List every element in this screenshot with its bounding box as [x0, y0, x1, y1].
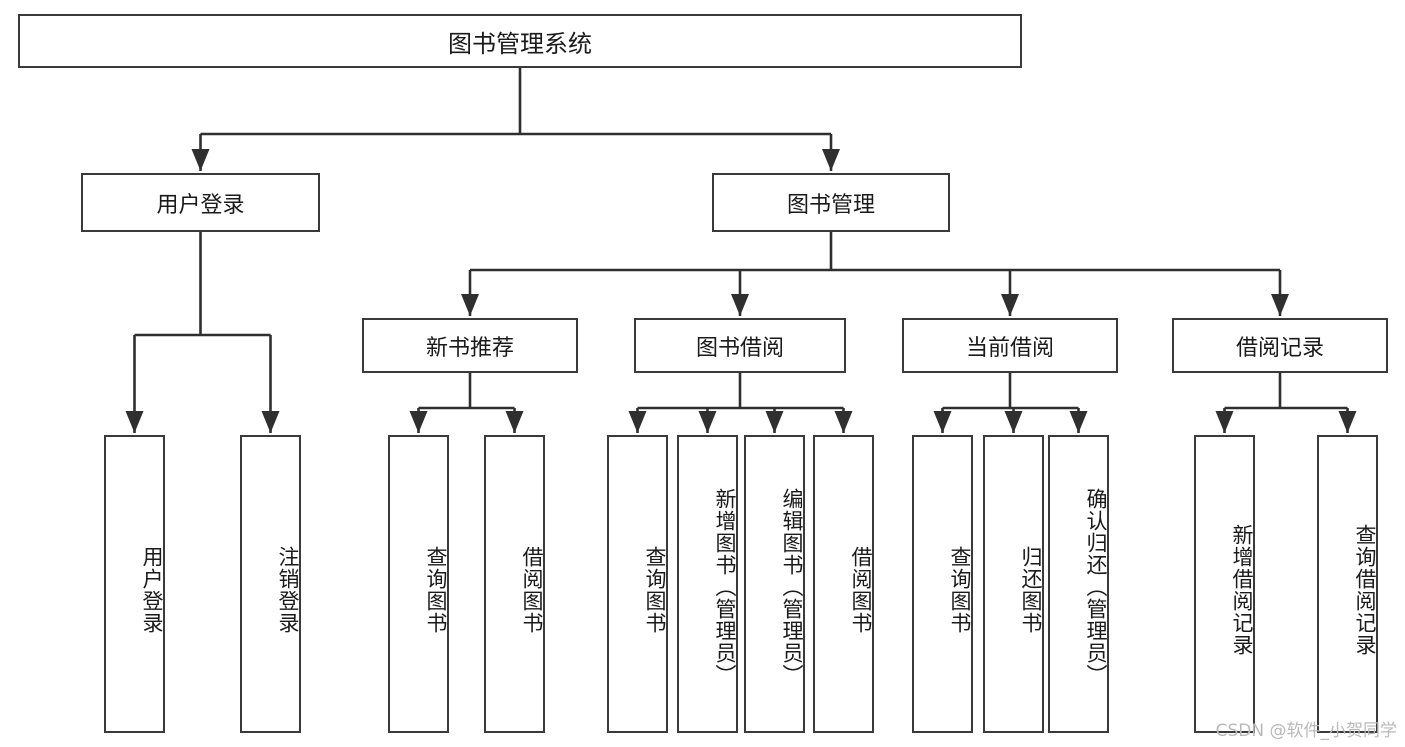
node-leaf-add-borrow-record-label: 新增借阅记录	[1230, 524, 1254, 656]
node-book-manage-label: 图书管理	[786, 192, 875, 218]
node-leaf-add-borrow-record[interactable]: 新增借阅记录	[1194, 435, 1255, 733]
node-leaf-user-login-label: 用户登录	[140, 546, 164, 634]
node-leaf-confirm-return-admin-label: 确认归还（管理员）	[1084, 488, 1108, 686]
node-leaf-query-book-current[interactable]: 查询图书	[912, 435, 973, 733]
arrow-head-icon	[505, 411, 524, 433]
node-book-manage[interactable]: 图书管理	[712, 173, 950, 232]
node-leaf-return-book-label: 归还图书	[1019, 546, 1043, 634]
node-user-login-label: 用户登录	[156, 192, 245, 218]
node-leaf-query-book-rec-label: 查询图书	[424, 546, 448, 634]
node-leaf-logout-label: 注销登录	[276, 546, 300, 634]
arrow-head-icon	[261, 411, 280, 433]
node-leaf-confirm-return-admin[interactable]: 确认归还（管理员）	[1048, 435, 1109, 733]
arrow-head-icon	[1338, 411, 1357, 433]
node-book-borrow[interactable]: 图书借阅	[634, 318, 846, 373]
arrow-head-icon	[698, 411, 717, 433]
node-leaf-logout[interactable]: 注销登录	[240, 435, 301, 733]
arrow-head-icon	[834, 411, 853, 433]
node-leaf-query-borrow-record-label: 查询借阅记录	[1353, 524, 1377, 656]
node-leaf-query-book-rec[interactable]: 查询图书	[388, 435, 449, 733]
node-leaf-return-book[interactable]: 归还图书	[983, 435, 1044, 733]
node-new-book-recommend[interactable]: 新书推荐	[362, 318, 578, 373]
watermark-label: CSDN @软件_小贺同学	[1215, 721, 1397, 741]
node-leaf-borrow-book-rec[interactable]: 借阅图书	[484, 435, 545, 733]
node-current-borrow[interactable]: 当前借阅	[902, 318, 1118, 373]
arrow-head-icon	[1001, 294, 1019, 316]
node-leaf-user-login[interactable]: 用户登录	[104, 435, 165, 733]
node-leaf-borrow-book-label: 借阅图书	[849, 546, 873, 634]
arrow-head-icon	[409, 411, 428, 433]
node-leaf-query-book-borrow[interactable]: 查询图书	[607, 435, 668, 733]
arrow-head-icon	[628, 411, 647, 433]
node-leaf-query-book-current-label: 查询图书	[948, 546, 972, 634]
arrow-head-icon	[822, 149, 840, 171]
arrow-head-icon	[731, 294, 749, 316]
node-leaf-borrow-book[interactable]: 借阅图书	[813, 435, 874, 733]
node-leaf-borrow-book-rec-label: 借阅图书	[520, 546, 544, 634]
node-borrow-record[interactable]: 借阅记录	[1172, 318, 1388, 373]
arrow-head-icon	[1271, 294, 1289, 316]
arrow-head-icon	[765, 411, 784, 433]
node-book-borrow-label: 图书借阅	[695, 335, 784, 361]
arrow-head-icon	[933, 411, 952, 433]
node-leaf-query-book-borrow-label: 查询图书	[643, 546, 667, 634]
arrow-head-icon	[461, 294, 479, 316]
node-leaf-edit-book-admin-label: 编辑图书（管理员）	[780, 488, 804, 686]
node-leaf-add-book-admin-label: 新增图书（管理员）	[713, 488, 737, 686]
arrow-head-icon	[1004, 411, 1023, 433]
node-leaf-add-book-admin[interactable]: 新增图书（管理员）	[677, 435, 738, 733]
node-leaf-query-borrow-record[interactable]: 查询借阅记录	[1317, 435, 1378, 733]
arrow-head-icon	[1215, 411, 1234, 433]
node-leaf-edit-book-admin[interactable]: 编辑图书（管理员）	[744, 435, 805, 733]
node-borrow-record-label: 借阅记录	[1235, 335, 1324, 361]
arrow-head-icon	[1069, 411, 1088, 433]
node-user-login[interactable]: 用户登录	[81, 173, 320, 232]
node-root[interactable]: 图书管理系统	[18, 14, 1022, 68]
arrow-head-icon	[191, 149, 210, 171]
arrow-head-icon	[125, 411, 144, 433]
node-current-borrow-label: 当前借阅	[965, 335, 1054, 361]
node-root-label: 图书管理系统	[448, 29, 592, 58]
node-new-book-recommend-label: 新书推荐	[425, 335, 514, 361]
